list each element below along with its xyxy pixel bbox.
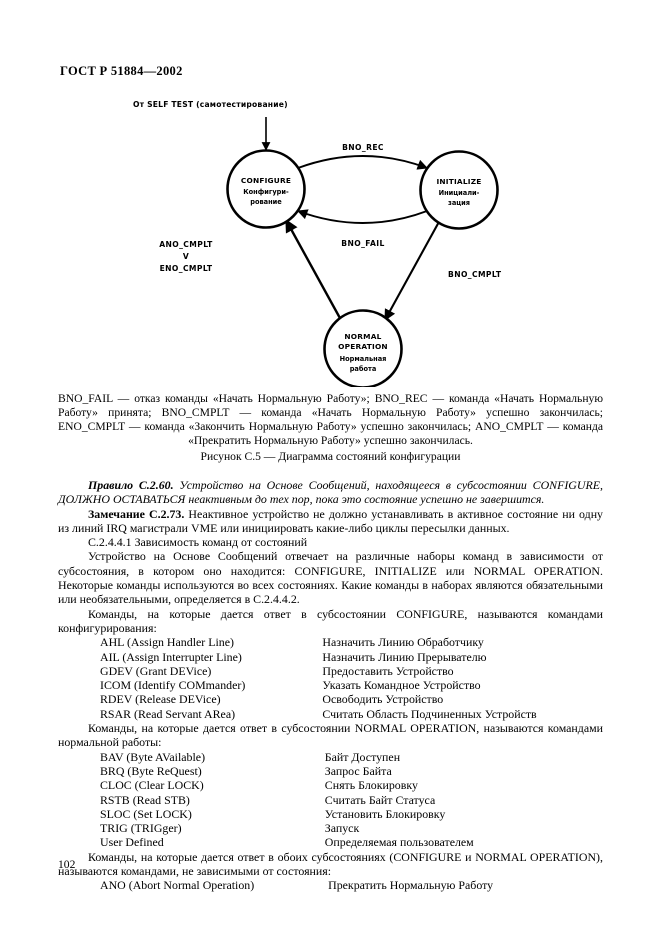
figure-caption: Рисунок С.5 — Диаграмма состояний конфиг… bbox=[200, 450, 461, 463]
edge-label-bno-fail: BNO_FAIL bbox=[341, 239, 384, 248]
entry-label-self-test: От SELF TEST (самотестирование) bbox=[133, 100, 288, 109]
configure-commands-body: AHL (Assign Handler Line) Назначить Лини… bbox=[58, 635, 603, 721]
table-row: RSTB (Read STB) Считать Байт Статуса bbox=[58, 793, 603, 807]
command-translation: Снять Блокировку bbox=[324, 778, 418, 793]
command-translation: Указать Командное Устройство bbox=[322, 678, 481, 693]
command-translation: Определяемая пользователем bbox=[324, 835, 474, 850]
document-standard-id: ГОСТ Р 51884—2002 bbox=[60, 64, 183, 78]
table-row: RSAR (Read Servant ARea) Считать Область… bbox=[58, 707, 603, 721]
command-translation: Установить Блокировку bbox=[324, 806, 446, 821]
state-label-normal-operation-en-2: OPERATION bbox=[338, 342, 388, 351]
command-abbr: User Defined bbox=[100, 835, 164, 850]
table-row: CLOC (Clear LOCK) Снять Блокировку bbox=[58, 778, 603, 792]
state-label-configure-ru-2: рование bbox=[250, 198, 282, 206]
paragraph-configure-intro: Команды, на которые дается ответ в субсо… bbox=[58, 606, 603, 635]
command-abbr: AHL (Assign Handler Line) bbox=[100, 635, 234, 650]
rule-text: Устройство на Основе Сообщений, находяще… bbox=[58, 478, 603, 507]
edge-initialize-to-normal-operation bbox=[384, 219, 441, 322]
edge-label-or-operator: V bbox=[183, 252, 189, 261]
state-independent-commands-table: ANO (Abort Normal Operation) Прекратить … bbox=[58, 878, 603, 892]
normal-operation-commands-body: BAV (Byte AVailable) Байт Доступен BRQ (… bbox=[58, 750, 603, 850]
note-paragraph: Замечание С.2.73. Неактивное устройство … bbox=[58, 507, 603, 536]
command-abbr: AIL (Assign Interrupter Line) bbox=[100, 649, 242, 664]
command-translation: Освободить Устройство bbox=[322, 692, 444, 707]
rule-paragraph: Правило С.2.60. Устройство на Основе Соо… bbox=[58, 478, 603, 507]
state-label-initialize-en: INITIALIZE bbox=[436, 177, 481, 186]
command-translation: Назначить Линию Прерывателю bbox=[322, 649, 487, 664]
table-row: ICOM (Identify COMmander) Указать Команд… bbox=[58, 678, 603, 692]
command-translation: Считать Байт Статуса bbox=[324, 792, 436, 807]
table-row: AHL (Assign Handler Line) Назначить Лини… bbox=[58, 635, 603, 649]
command-abbr: RSAR (Read Servant ARea) bbox=[100, 706, 236, 721]
normal-operation-commands-table: BAV (Byte AVailable) Байт Доступен BRQ (… bbox=[58, 750, 603, 850]
command-abbr: SLOC (Set LOCK) bbox=[100, 806, 192, 821]
edge-label-bno-cmplt: BNO_CMPLT bbox=[448, 270, 502, 279]
state-circle-configure bbox=[226, 149, 306, 229]
paragraph-normal-operation-intro: Команды, на которые дается ответ в субсо… bbox=[58, 721, 603, 750]
edge-label-bno-rec: BNO_REC bbox=[342, 143, 384, 152]
state-label-normal-operation-ru-1: Нормальная bbox=[340, 355, 387, 363]
configure-commands-table: AHL (Assign Handler Line) Назначить Лини… bbox=[58, 635, 603, 721]
command-abbr: RDEV (Release DEVice) bbox=[100, 692, 221, 707]
table-row: RDEV (Release DEVice) Освободить Устройс… bbox=[58, 692, 603, 706]
command-abbr: ANO (Abort Normal Operation) bbox=[100, 878, 255, 893]
command-abbr: BRQ (Byte ReQuest) bbox=[100, 763, 202, 778]
command-abbr: GDEV (Grant DEVice) bbox=[100, 663, 212, 678]
command-abbr: CLOC (Clear LOCK) bbox=[100, 778, 204, 793]
edge-configure-to-initialize bbox=[297, 155, 428, 170]
state-label-initialize-ru-2: зация bbox=[448, 199, 470, 207]
edge-label-ano-cmplt: ANO_CMPLT bbox=[159, 240, 213, 249]
state-circle-normal-operation bbox=[323, 309, 403, 387]
note-text: Неактивное устройство не должно устанавл… bbox=[58, 506, 604, 535]
section-heading: С.2.4.4.1 Зависимость команд от состояни… bbox=[88, 535, 308, 550]
command-translation: Считать Область Подчиненных Устройств bbox=[322, 706, 537, 721]
note-label: Замечание С.2.73. bbox=[88, 506, 185, 521]
state-label-normal-operation-ru-2: работа bbox=[350, 365, 377, 373]
command-abbr: ICOM (Identify COMmander) bbox=[100, 678, 246, 693]
state-diagram-figure: От SELF TEST (самотестирование) CONFIGUR… bbox=[58, 92, 603, 387]
table-row: User Defined Определяемая пользователем bbox=[58, 835, 603, 849]
figure-legend: BNO_FAIL — отказ команды «Начать Нормаль… bbox=[58, 392, 603, 448]
state-independent-commands-body: ANO (Abort Normal Operation) Прекратить … bbox=[58, 878, 603, 892]
command-abbr: TRIG (TRIGger) bbox=[100, 821, 182, 836]
table-row: BRQ (Byte ReQuest) Запрос Байта bbox=[58, 764, 603, 778]
table-row: BAV (Byte AVailable) Байт Доступен bbox=[58, 750, 603, 764]
table-row: AIL (Assign Interrupter Line) Назначить … bbox=[58, 650, 603, 664]
state-label-initialize-ru-1: Инициали- bbox=[439, 189, 480, 197]
edge-normal-operation-to-configure bbox=[284, 218, 343, 321]
table-row: ANO (Abort Normal Operation) Прекратить … bbox=[58, 878, 603, 892]
page-number: 102 bbox=[58, 858, 76, 871]
state-label-normal-operation-en-1: NORMAL bbox=[344, 332, 381, 341]
command-translation: Назначить Линию Обработчику bbox=[322, 635, 484, 650]
state-label-configure-en: CONFIGURE bbox=[241, 176, 291, 185]
state-diagram-svg: От SELF TEST (самотестирование) CONFIGUR… bbox=[133, 100, 502, 387]
command-translation: Запуск bbox=[324, 821, 360, 836]
rule-label: Правило С.2.60. bbox=[88, 478, 174, 492]
document-body: Правило С.2.60. Устройство на Основе Соо… bbox=[58, 478, 603, 893]
command-translation: Байт Доступен bbox=[324, 749, 401, 764]
command-translation: Запрос Байта bbox=[324, 763, 392, 778]
command-abbr: RSTB (Read STB) bbox=[100, 792, 190, 807]
table-row: SLOC (Set LOCK) Установить Блокировку bbox=[58, 807, 603, 821]
command-translation: Предоставить Устройство bbox=[322, 663, 454, 678]
command-translation: Прекратить Нормальную Работу bbox=[328, 878, 494, 893]
edge-label-eno-cmplt: ENO_CMPLT bbox=[160, 264, 213, 273]
command-abbr: BAV (Byte AVailable) bbox=[100, 749, 206, 764]
table-row: TRIG (TRIGger) Запуск bbox=[58, 821, 603, 835]
paragraph-state-dependency: Устройство на Основе Сообщений отвечает … bbox=[58, 549, 603, 607]
paragraph-state-independent-intro: Команды, на которые дается ответ в обоих… bbox=[58, 849, 603, 879]
state-circle-initialize bbox=[419, 150, 499, 230]
state-label-configure-ru-1: Конфигури- bbox=[243, 188, 289, 196]
table-row: GDEV (Grant DEVice) Предоставить Устройс… bbox=[58, 664, 603, 678]
edge-initialize-to-configure bbox=[297, 209, 428, 224]
